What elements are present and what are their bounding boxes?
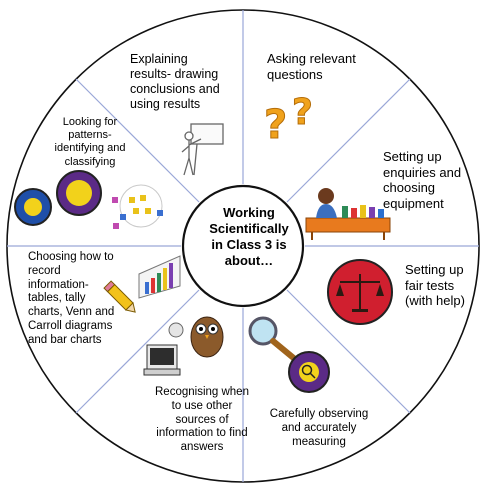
divider-line xyxy=(75,78,200,203)
divider-line xyxy=(286,78,411,203)
segment-dividers xyxy=(7,10,479,482)
scientist-lab-icon xyxy=(305,188,391,240)
divider-line xyxy=(286,289,411,414)
svg-text:?: ? xyxy=(292,92,313,133)
owl-computer-icon xyxy=(143,316,224,376)
bar-chart-pencil-icon xyxy=(103,255,181,313)
segment-label-observing: Carefully observing and accurately measu… xyxy=(269,408,369,448)
center-title: Working Scientifically in Class 3 is abo… xyxy=(209,205,289,268)
segment-label-fair-tests: Setting up fair tests (with help) xyxy=(405,262,465,309)
segment-label-asking: Asking relevant questions xyxy=(267,51,356,82)
segment-label-recording: Choosing how to record information- tabl… xyxy=(28,251,115,346)
segment-label-setting-up-enquiries: Setting up enquiries and choosing equipm… xyxy=(383,149,462,211)
svg-text:?: ? xyxy=(264,102,287,148)
magnifying-glass-icon xyxy=(248,316,330,393)
question-marks-icon: ? ? xyxy=(264,92,314,149)
presenter-icon xyxy=(181,123,224,176)
classification-icon xyxy=(14,170,163,229)
segment-label-sources: Recognising when to use other sources of… xyxy=(155,386,249,454)
segment-label-explaining: Explaining results- drawing conclusions … xyxy=(130,52,220,111)
balance-scales-icon xyxy=(327,259,393,325)
center-circle xyxy=(181,184,305,308)
divider-line xyxy=(75,289,200,414)
segment-label-patterns: Looking for patterns- identifying and cl… xyxy=(54,116,126,168)
